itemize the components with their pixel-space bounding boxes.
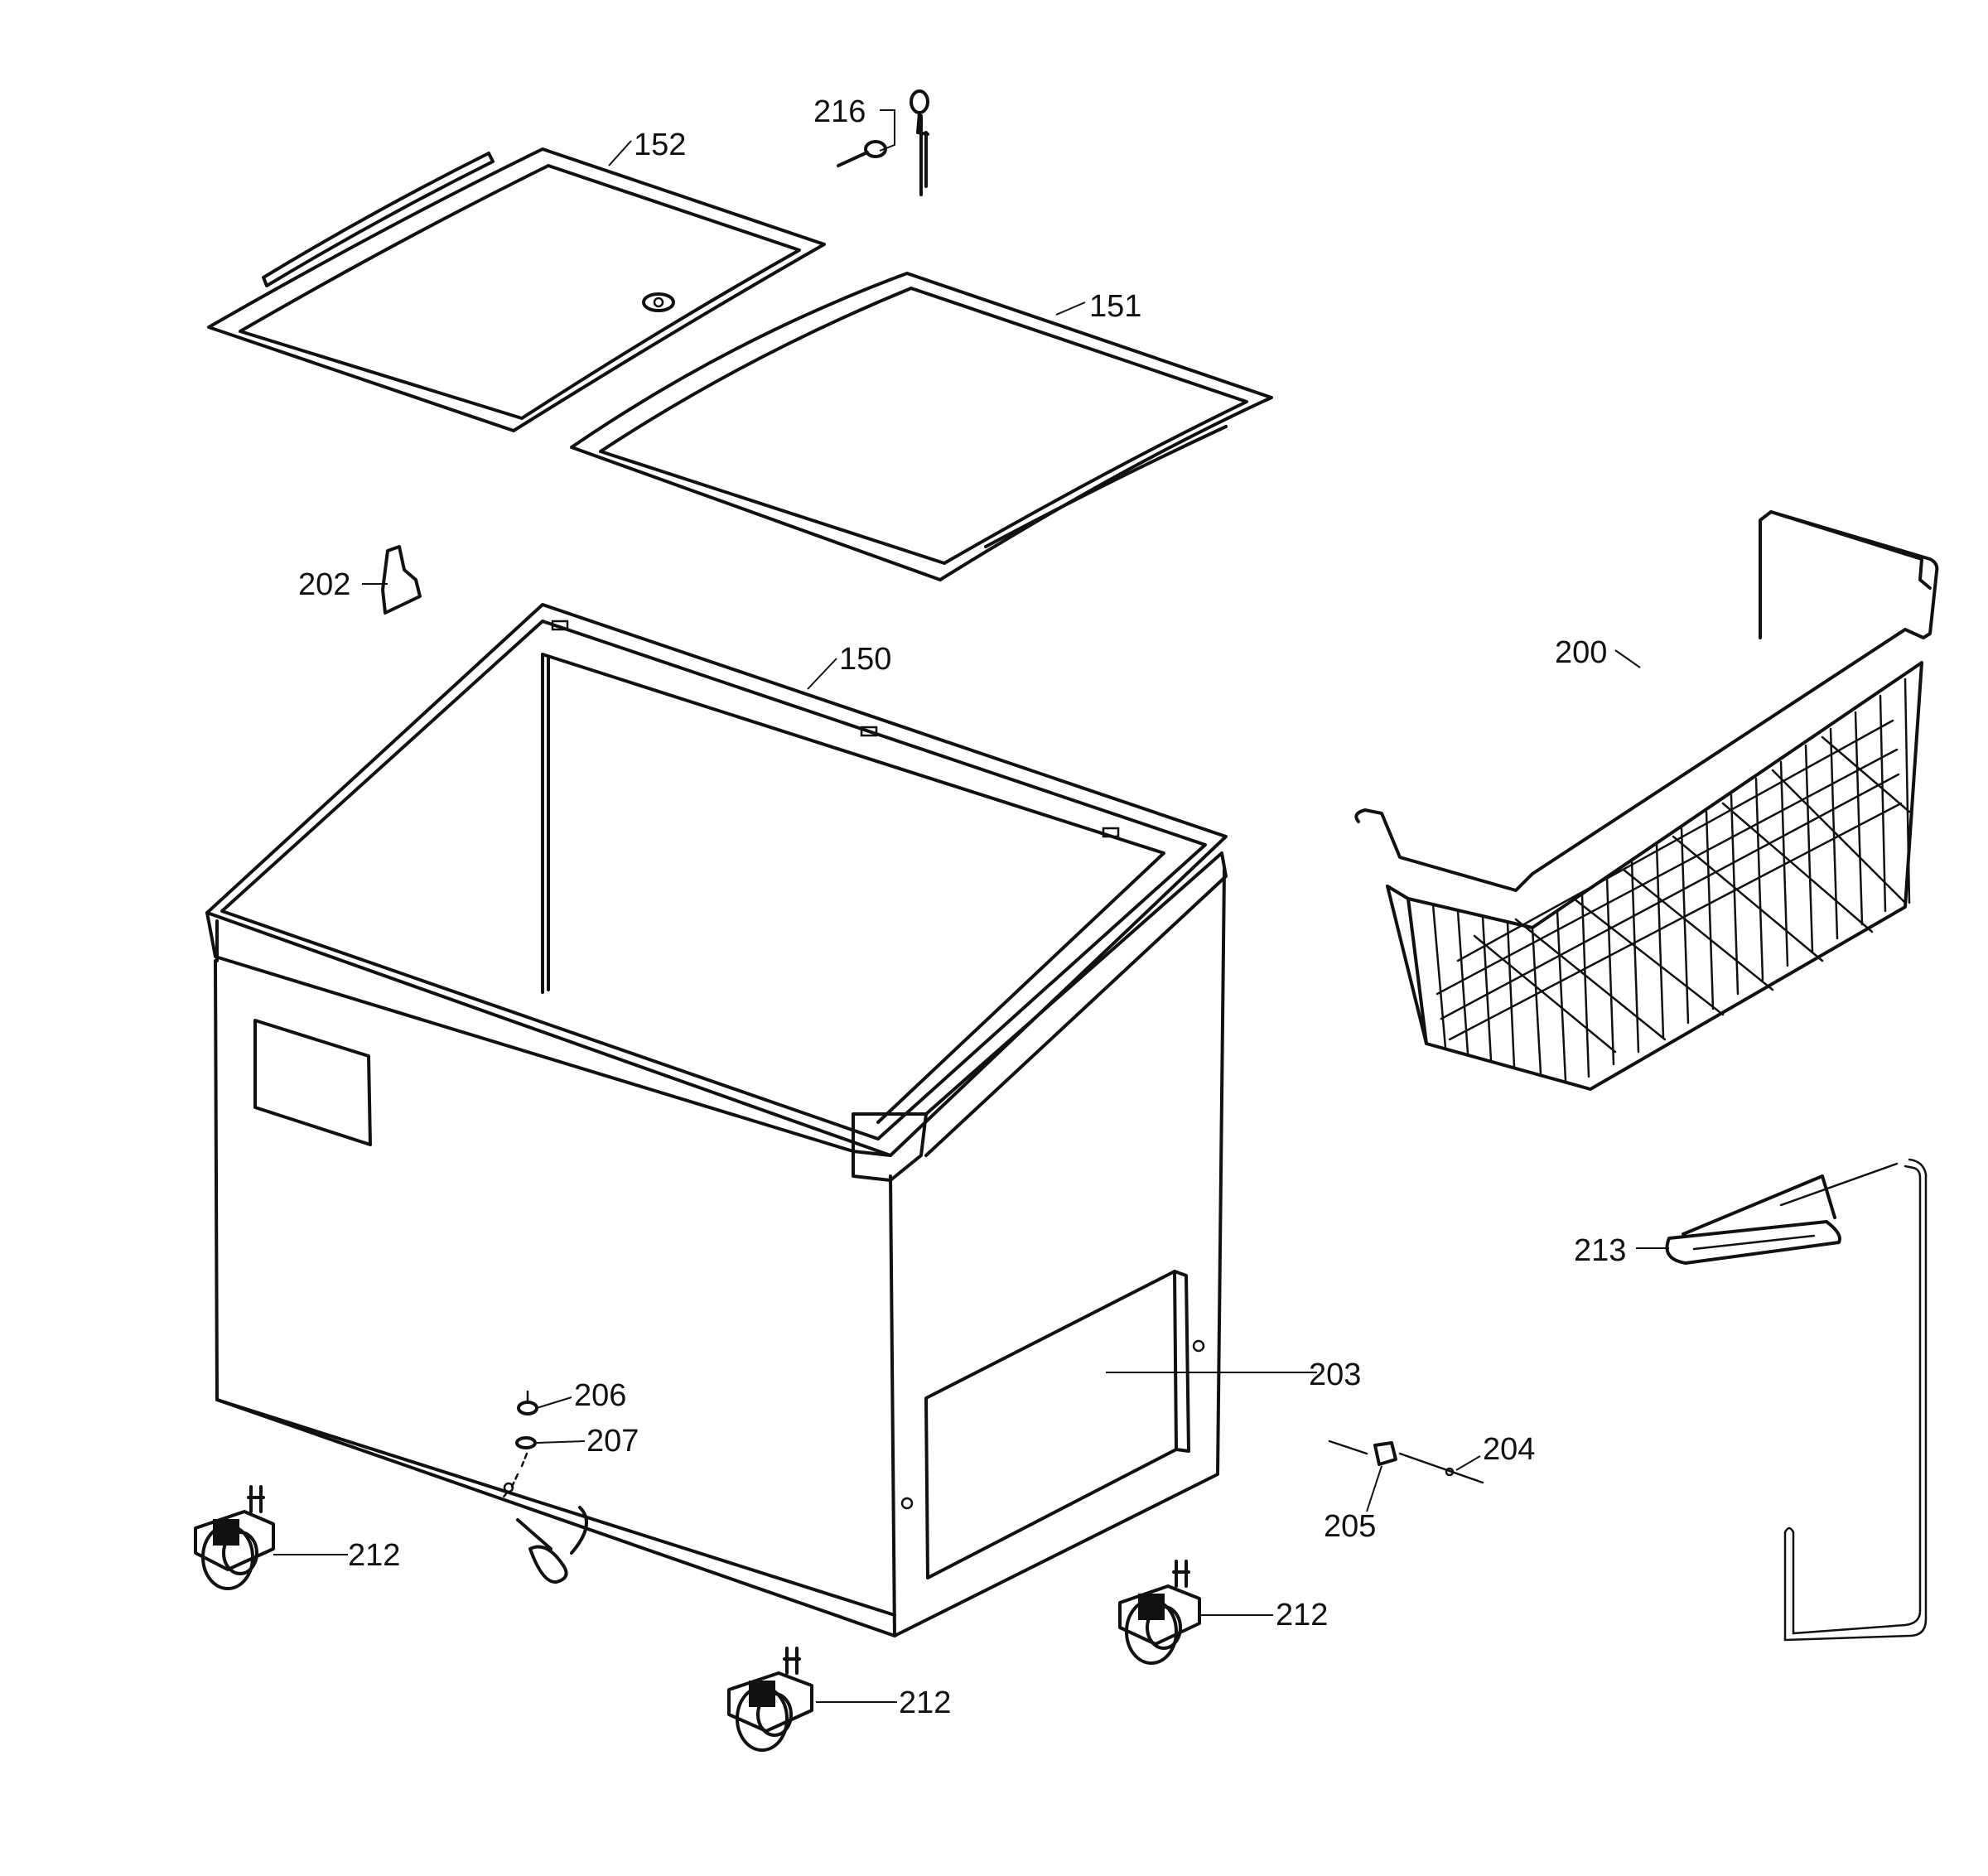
callout-203: 203 <box>1309 1358 1361 1392</box>
callout-213: 213 <box>1574 1233 1626 1268</box>
callout-151: 151 <box>1089 289 1141 324</box>
callout-212-front: 212 <box>899 1686 951 1720</box>
callout-202: 202 <box>298 567 350 602</box>
part-152-left-glass-lid <box>207 147 826 432</box>
callout-206: 206 <box>574 1378 626 1413</box>
part-213-thermostat <box>1665 1158 1928 1642</box>
callout-150: 150 <box>839 642 891 677</box>
callout-200: 200 <box>1555 635 1607 670</box>
part-206-207-drain-seal <box>500 1390 538 1501</box>
callout-205: 205 <box>1324 1509 1376 1544</box>
callout-212-right: 212 <box>1276 1598 1328 1632</box>
part-150-cabinet <box>205 603 1228 1637</box>
part-212-caster-left <box>194 1485 275 1590</box>
leader-lines <box>273 109 1669 1703</box>
part-200-wire-basket <box>1354 510 1939 1091</box>
callout-216: 216 <box>813 94 866 129</box>
callout-204: 204 <box>1483 1432 1535 1467</box>
part-212-caster-right <box>1118 1560 1201 1665</box>
part-151-right-glass-lid <box>570 272 1273 581</box>
part-205-204-door-switch <box>1328 1440 1484 1484</box>
callout-207: 207 <box>586 1424 639 1459</box>
callout-212-left: 212 <box>348 1538 400 1573</box>
part-212-caster-front <box>727 1647 813 1752</box>
part-202-hinge-clip <box>381 545 422 615</box>
callout-152: 152 <box>634 128 686 162</box>
